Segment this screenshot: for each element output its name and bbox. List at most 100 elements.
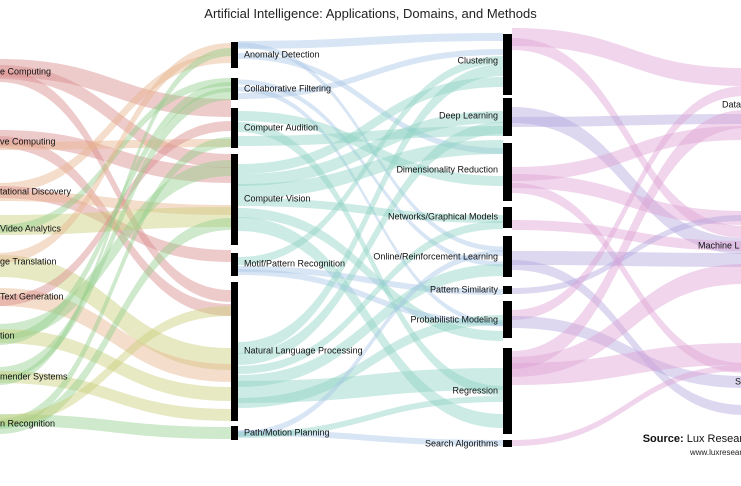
flow-domain-method — [238, 266, 503, 295]
flow-method-field — [512, 215, 741, 294]
flow-domain-method — [238, 111, 503, 186]
flow-domain-method — [238, 86, 503, 327]
flow-domain-method — [238, 396, 503, 438]
method-node-bar — [503, 440, 512, 447]
application-label: Text Generation — [0, 291, 64, 301]
domain-label: Computer Vision — [244, 193, 310, 203]
method-node-bar — [503, 286, 512, 294]
flow-app-domain — [0, 191, 231, 215]
domain-label: Natural Language Processing — [244, 345, 363, 355]
source-credit: Source: Lux Resear — [643, 433, 741, 445]
flow-domain-method — [238, 264, 503, 387]
flow-domain-method — [238, 315, 503, 408]
flow-app-domain — [0, 43, 231, 263]
flow-method-field — [512, 264, 741, 377]
domain-node-bar — [231, 253, 238, 276]
flow-method-field — [512, 126, 741, 181]
method-node-bar — [503, 98, 512, 136]
flow-app-domain — [0, 53, 231, 193]
flow-domain-method — [238, 250, 503, 437]
flow-method-field — [512, 220, 741, 251]
flow-app-domain — [0, 255, 231, 370]
flow-domain-method — [238, 64, 503, 354]
application-label: mender Systems — [0, 371, 68, 381]
flow-app-domain — [0, 130, 231, 183]
method-label: Pattern Similarity — [430, 284, 499, 294]
flow-method-field — [512, 260, 741, 415]
flow-method-field — [512, 316, 741, 388]
flow-domain-method — [238, 140, 503, 198]
flow-app-domain — [0, 78, 231, 233]
chart-title: Artificial Intelligence: Applications, D… — [204, 6, 537, 21]
field-label: S — [735, 376, 741, 386]
flow-bands — [0, 28, 741, 446]
flow-app-domain — [0, 160, 231, 340]
flow-app-domain — [0, 59, 231, 117]
flow-method-field — [512, 86, 741, 320]
application-label: Video Analytics — [0, 223, 61, 233]
method-label: Search Algorithms — [425, 438, 499, 448]
domain-node-bar — [231, 78, 238, 100]
flow-method-field — [512, 114, 741, 127]
domain-node-bar — [231, 426, 238, 440]
flow-app-domain — [0, 329, 231, 401]
flow-method-field — [512, 365, 741, 446]
method-label: Deep Learning — [439, 110, 498, 120]
method-node-bar — [503, 301, 512, 338]
domain-node-bar — [231, 108, 238, 148]
flow-app-domain — [0, 70, 231, 302]
flow-domain-method — [238, 217, 503, 428]
method-node-bar — [503, 236, 512, 277]
domain-label: Path/Motion Planning — [244, 427, 330, 437]
source-site: www.luxresear — [690, 448, 741, 457]
method-label: Networks/Graphical Models — [388, 211, 499, 221]
domain-label: Computer Audition — [244, 122, 318, 132]
flow-domain-method — [238, 368, 503, 403]
flow-domain-method — [238, 56, 503, 265]
flow-domain-method — [238, 208, 503, 341]
method-label: Online/Reinforcement Learning — [373, 251, 498, 261]
flow-domain-method — [238, 122, 503, 365]
flow-domain-method — [238, 53, 503, 154]
method-label: Dimensionality Reduction — [396, 164, 498, 174]
flow-app-domain — [0, 306, 231, 425]
flow-domain-method — [238, 42, 503, 252]
domain-label: Motif/Pattern Recognition — [244, 258, 345, 268]
flow-domain-method — [238, 111, 503, 186]
flow-app-domain — [0, 88, 231, 379]
flow-method-field — [512, 183, 741, 373]
source-org: Lux Resear — [686, 433, 741, 445]
field-label: Data — [722, 99, 741, 109]
flow-app-domain — [0, 207, 231, 235]
domain-label: Collaborative Filtering — [244, 83, 331, 93]
flow-method-field — [512, 38, 741, 238]
flow-domain-method — [238, 430, 503, 446]
method-node-bar — [503, 207, 512, 228]
flow-domain-method — [238, 77, 503, 174]
source-label: Source: — [642, 433, 684, 445]
domain-node-bar — [231, 42, 238, 68]
flow-method-field — [512, 251, 741, 267]
flow-app-domain — [0, 371, 231, 421]
domain-label: Anomaly Detection — [244, 49, 320, 59]
flow-app-domain — [0, 137, 231, 429]
flow-method-field — [512, 343, 741, 385]
application-label: e Computing — [0, 66, 51, 76]
method-label: Probabilistic Modeling — [410, 314, 498, 324]
flow-app-domain — [0, 65, 231, 168]
domain-node-bar — [231, 282, 238, 421]
flow-domain-method — [238, 49, 503, 99]
flow-method-field — [512, 174, 741, 225]
method-label: Clustering — [457, 55, 498, 65]
flow-domain-method — [238, 221, 503, 374]
flow-app-domain — [0, 414, 231, 439]
method-label: Regression — [452, 385, 498, 395]
flow-app-domain — [0, 82, 231, 345]
method-node-bar — [503, 34, 512, 95]
method-node-bar — [503, 143, 512, 201]
flow-app-domain — [0, 218, 231, 434]
flow-domain-method — [238, 269, 503, 326]
domain-node-bar — [231, 154, 238, 245]
flow-app-domain — [0, 121, 231, 306]
